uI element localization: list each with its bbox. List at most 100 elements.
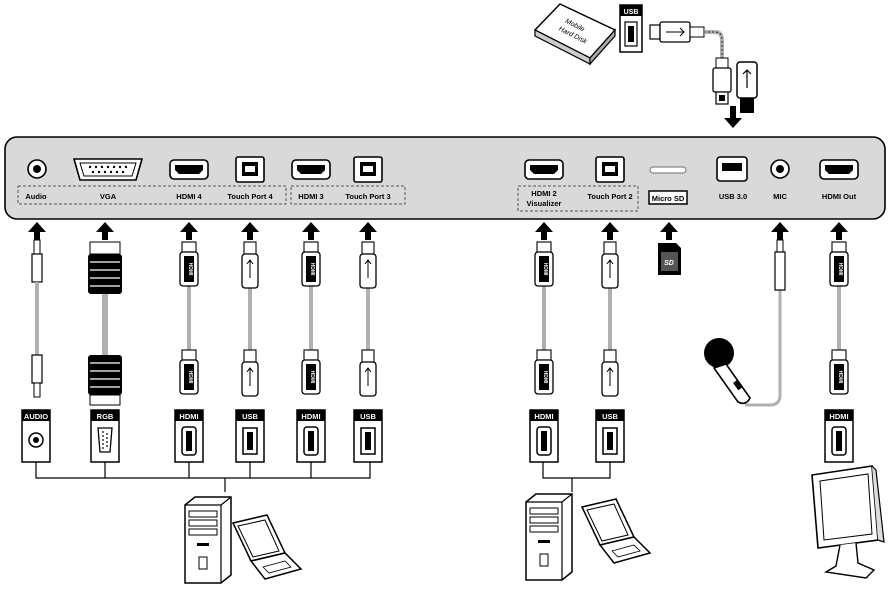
usb-cable: [241, 241, 259, 397]
source-computers: [184, 493, 652, 584]
svg-text:HDMI: HDMI: [309, 371, 315, 384]
svg-text:HDMI: HDMI: [542, 263, 548, 276]
source-socket-hdmi-8: HDMI: [824, 409, 854, 463]
usb-cable-top: [649, 21, 732, 105]
hdmi-socket-icon: [536, 426, 552, 456]
vga-cable: [88, 241, 122, 406]
cables: HDMI HDMI HDMI HDMI HDMI HDMI HDMI HDMI: [31, 239, 849, 406]
audio-cable: [31, 239, 43, 398]
source-socket-usb-3: USB: [235, 409, 265, 463]
up-arrow-icon: [601, 222, 619, 240]
source-label: USB: [602, 412, 618, 421]
sd-card-text: SD: [664, 260, 674, 267]
panel-port-hdmi3: HDMI 3: [291, 159, 331, 201]
usb-socket-icon: [242, 427, 258, 455]
usb-cable: [601, 241, 619, 397]
up-arrow-icon: [28, 222, 46, 240]
mobile-hard-disk-icon: Mobile Hard Disk: [533, 3, 617, 66]
up-arrow-icon: [830, 222, 848, 240]
bracket-middle: [542, 462, 611, 492]
source-label: HDMI: [534, 412, 553, 421]
panel-port-usb30: USB 3.0: [716, 156, 748, 201]
up-arrow-icon: [771, 222, 789, 240]
source-socket-hdmi-6: HDMI: [529, 409, 559, 463]
usb-socket-top: USB: [619, 4, 643, 53]
desktop-tower-icon: [525, 493, 573, 581]
usb-cable: [359, 241, 377, 397]
laptop-icon: [580, 498, 652, 564]
hdmi-cable: HDMI HDMI: [829, 241, 849, 395]
laptop-icon: [231, 514, 303, 580]
panel-label-touch2: Touch Port 2: [587, 192, 632, 201]
connection-arrows: [28, 222, 848, 240]
source-label: RGB: [97, 412, 114, 421]
panel-label-hdmi4: HDMI 4: [176, 192, 202, 201]
panel-label-touch4: Touch Port 4: [227, 192, 273, 201]
panel-port-hdmi4: HDMI 4: [169, 159, 209, 201]
vga-socket-icon: [97, 427, 113, 453]
up-arrow-icon: [241, 222, 259, 240]
panel-port-touch4: Touch Port 4: [227, 156, 273, 201]
source-sockets: AUDIO RGB HDMI USB HDMI USB HDMI USB HDMI: [21, 409, 854, 463]
source-label: USB: [242, 412, 258, 421]
panel-port-hdmi-out: HDMI Out: [819, 159, 859, 201]
svg-text:HDMI: HDMI: [187, 263, 193, 276]
sd-card-icon: SD: [658, 243, 681, 275]
source-socket-hdmi-4: HDMI: [296, 409, 326, 463]
hdmi-cable: HDMI HDMI: [179, 241, 199, 395]
port-group-box-3: [517, 185, 639, 212]
port-group-box-2: [290, 185, 406, 205]
up-arrow-icon: [180, 222, 198, 240]
up-arrow-icon: [359, 222, 377, 240]
panel-port-audio: Audio: [25, 159, 47, 201]
hdmi-socket-icon: [181, 426, 197, 456]
source-socket-rgb-1: RGB: [90, 409, 120, 463]
panel-label-mic: MIC: [773, 192, 787, 201]
hdmi-cable: HDMI HDMI: [301, 241, 321, 395]
microphone-icon: [704, 239, 786, 407]
panel-label-visualizer: Visualizer: [527, 199, 562, 208]
svg-text:HDMI: HDMI: [837, 263, 843, 276]
source-label: HDMI: [829, 412, 848, 421]
up-arrow-icon: [302, 222, 320, 240]
bracket-left: [35, 462, 371, 492]
usb-socket-top-label: USB: [624, 9, 639, 16]
panel-port-microsd: Micro SD: [648, 166, 688, 205]
source-label: AUDIO: [24, 412, 48, 421]
svg-text:HDMI: HDMI: [309, 263, 315, 276]
hdmi-socket-icon: [831, 426, 847, 456]
monitor-icon: [811, 465, 885, 579]
source-socket-audio-0: AUDIO: [21, 409, 51, 463]
panel-label-hdmi2: HDMI 2: [531, 189, 556, 198]
panel-label-usb30: USB 3.0: [719, 192, 747, 201]
svg-text:HDMI: HDMI: [187, 371, 193, 384]
panel-label-touch3: Touch Port 3: [345, 192, 390, 201]
source-socket-hdmi-2: HDMI: [174, 409, 204, 463]
usb-flash-drive-icon: [736, 61, 758, 113]
source-label: HDMI: [179, 412, 198, 421]
panel-label-audio: Audio: [25, 192, 47, 201]
up-arrow-icon: [96, 222, 114, 240]
panel-label-vga: VGA: [100, 192, 117, 201]
arrow-into-usb30: [724, 106, 742, 128]
desktop-tower-icon: [184, 496, 232, 584]
svg-text:HDMI: HDMI: [837, 371, 843, 384]
source-socket-usb-5: USB: [353, 409, 383, 463]
panel-port-touch3: Touch Port 3: [345, 156, 391, 201]
up-arrow-icon: [660, 222, 678, 240]
hdmi-cable: HDMI HDMI: [534, 241, 554, 395]
panel-label-hdmi3: HDMI 3: [298, 192, 323, 201]
usb-socket-icon: [360, 427, 376, 455]
panel-port-hdmi2: HDMI 2 Visualizer: [524, 159, 564, 208]
panel-label-microsd: Micro SD: [652, 194, 685, 203]
source-socket-usb-7: USB: [595, 409, 625, 463]
source-label: HDMI: [301, 412, 320, 421]
panel-port-mic: MIC: [770, 159, 790, 201]
svg-text:HDMI: HDMI: [542, 371, 548, 384]
panel-port-vga: VGA: [72, 158, 144, 201]
panel-port-touch2: Touch Port 2: [587, 156, 633, 201]
port-group-box-1: [17, 185, 287, 205]
usb-socket-icon: [602, 427, 618, 455]
